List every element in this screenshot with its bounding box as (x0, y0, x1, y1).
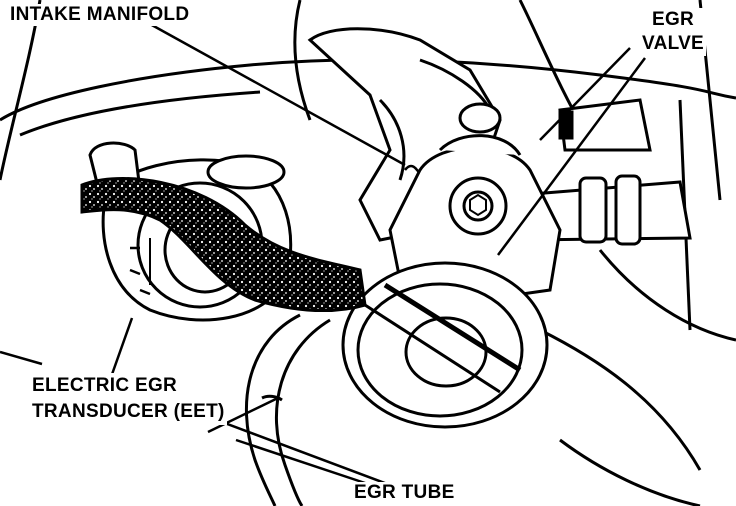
egr-valve-label: EGR VALVE (640, 8, 707, 56)
egr-valve-label-line2: VALVE (642, 33, 705, 54)
vacuum-hose-speckled (80, 176, 367, 312)
eet-label-line2: TRANSDUCER (EET) (32, 401, 225, 422)
egr-valve-body (388, 134, 562, 302)
egr-tube (244, 313, 331, 506)
vacuum-hose-connector (518, 98, 692, 246)
egr-tube-label: EGR TUBE (352, 482, 457, 504)
eet-label: ELECTRIC EGR TRANSDUCER (EET) (30, 373, 227, 425)
egr-valve-diaphragm (341, 261, 549, 429)
leader-lines (0, 22, 647, 490)
intake-manifold-label: INTAKE MANIFOLD (8, 4, 192, 26)
egr-valve-label-line1: EGR (651, 9, 695, 30)
eet-label-line1: ELECTRIC EGR (32, 375, 178, 396)
